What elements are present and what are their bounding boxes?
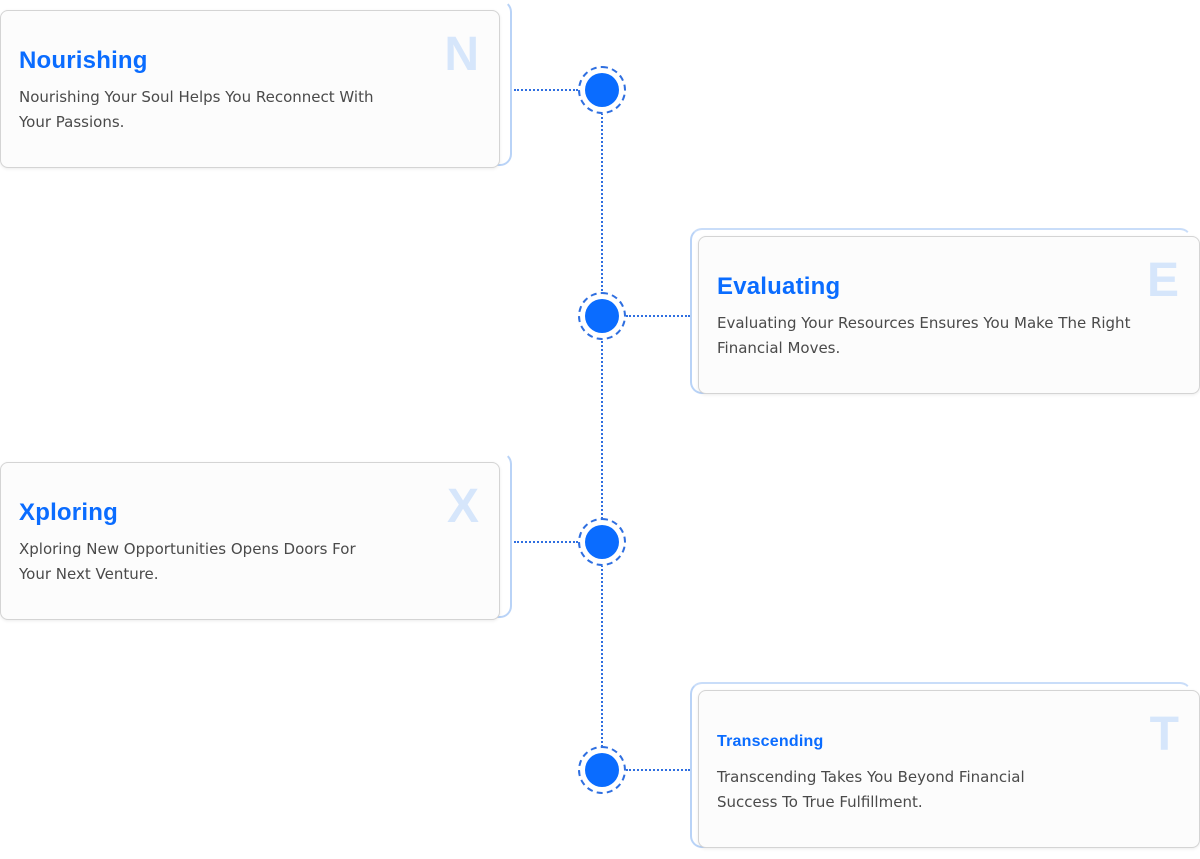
card-description: Evaluating Your Resources Ensures You Ma… (717, 314, 1131, 357)
timeline-node-x (578, 518, 626, 566)
card-body: N Nourishing Nourishing Your Soul Helps … (0, 10, 500, 168)
timeline-node-t (578, 746, 626, 794)
card-body: T Transcending Transcending Takes You Be… (698, 690, 1200, 848)
timeline-line (601, 90, 603, 770)
timeline-node-dot (585, 299, 619, 333)
card-description: Xploring New Opportunities Opens Doors F… (19, 540, 356, 583)
step-card-evaluating: E Evaluating Evaluating Your Resources E… (690, 228, 1200, 394)
card-title: Transcending (717, 733, 824, 750)
card-letter: T (1149, 708, 1179, 761)
step-card-nourishing: N Nourishing Nourishing Your Soul Helps … (0, 0, 512, 168)
card-letter: N (444, 28, 479, 81)
connector-t (626, 769, 690, 771)
connector-e (626, 315, 690, 317)
timeline-node-n (578, 66, 626, 114)
step-card-xploring: X Xploring Xploring New Opportunities Op… (0, 452, 512, 620)
connector-x (514, 541, 578, 543)
card-description: Transcending Takes You Beyond Financial … (717, 768, 1025, 811)
card-letter: X (446, 480, 479, 533)
timeline-node-e (578, 292, 626, 340)
timeline-node-dot (585, 525, 619, 559)
card-title: Evaluating (717, 273, 841, 300)
card-letter: E (1146, 254, 1179, 307)
step-card-transcending: T Transcending Transcending Takes You Be… (690, 682, 1200, 848)
card-body: X Xploring Xploring New Opportunities Op… (0, 462, 500, 620)
card-title: Xploring (19, 499, 118, 526)
timeline-node-dot (585, 73, 619, 107)
connector-n (514, 89, 578, 91)
card-body: E Evaluating Evaluating Your Resources E… (698, 236, 1200, 394)
card-description: Nourishing Your Soul Helps You Reconnect… (19, 88, 374, 131)
timeline-node-dot (585, 753, 619, 787)
card-title: Nourishing (19, 47, 148, 74)
